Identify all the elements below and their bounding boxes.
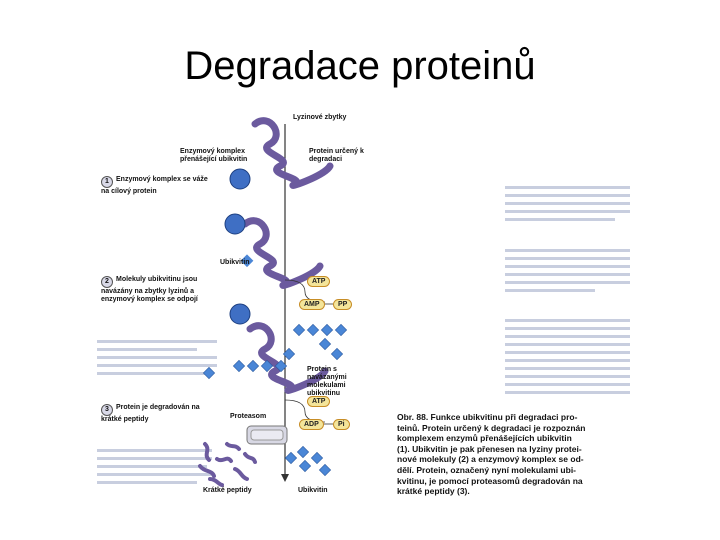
protein-coil-top (251, 117, 334, 189)
enzyme-complex-3 (229, 303, 251, 325)
pi-badge: Pi (333, 419, 350, 430)
label-protein-tagged: Protein s navázanými molekulami ubikviti… (307, 366, 347, 397)
step-text: Protein je degradován na krátké peptidy (101, 404, 200, 423)
enzyme-complex-1 (229, 168, 251, 190)
label-short-peptides: Krátké peptidy (203, 487, 252, 494)
pathway-diagram-svg (198, 117, 348, 487)
step-text: Enzymový komplex se váže na cílový prote… (101, 176, 208, 195)
enzyme-complex-2 (224, 213, 246, 235)
adp-badge: ADP (299, 419, 324, 430)
amp-badge: AMP (299, 299, 325, 310)
short-peptides (198, 442, 257, 487)
atp-badge-2: ATP (307, 396, 331, 407)
pp-badge: PP (333, 299, 353, 310)
figure-caption: Obr. 88. Funkce ubikvitinu při degradaci… (397, 412, 635, 497)
label-proteasome: Proteasom (230, 413, 267, 420)
released-ubiquitin (284, 445, 332, 477)
step-number: 3 (101, 404, 113, 416)
atp-badge-1: ATP (307, 276, 331, 287)
label-ubiquitin: Ubikvitin (220, 259, 250, 266)
caption-line: Obr. 88. Funkce ubikvitinu při degradaci… (397, 412, 578, 422)
step-number: 1 (101, 176, 113, 188)
protein-coil-tagged (246, 322, 329, 394)
caption-line: komplexem enzymů přenášejících ubikvitin (397, 433, 572, 444)
caption-line: kvitinu, je pomocí proteasomů degradován… (397, 475, 583, 486)
protein-coil-bound (241, 217, 324, 289)
caption-line: teinů. Protein určený k degradaci je roz… (397, 422, 586, 433)
label-ubiquitin-released: Ubikvitin (298, 487, 328, 494)
caption-line: (1). Ubikvitin je pak přenesen na lyziny… (397, 443, 582, 454)
caption-line: nové molekuly (2) a enzymový komplex se … (397, 454, 584, 465)
ubiquitin-chain (202, 323, 348, 380)
caption-line: krátké peptidy (3). (397, 486, 470, 497)
ubiquitin-single (240, 254, 254, 268)
caption-line: dělí. Protein, označený nyní molekulami … (397, 464, 577, 475)
label-lysine: Lyzinové zbytky (293, 114, 347, 121)
label-enzyme-complex: Enzymový komplex přenášející ubikvitin (180, 148, 248, 163)
ubiquitin-degradation-figure: Lyzinové zbytky Enzymový komplex přenáše… (95, 104, 635, 502)
arrow-head (281, 474, 289, 482)
step-number: 2 (101, 276, 113, 288)
slide-title: Degradace proteinů (184, 44, 536, 88)
step-text: Molekuly ubikvitinu jsou navázány na zby… (101, 276, 198, 303)
label-target-protein: Protein určený k degradaci (309, 148, 364, 163)
